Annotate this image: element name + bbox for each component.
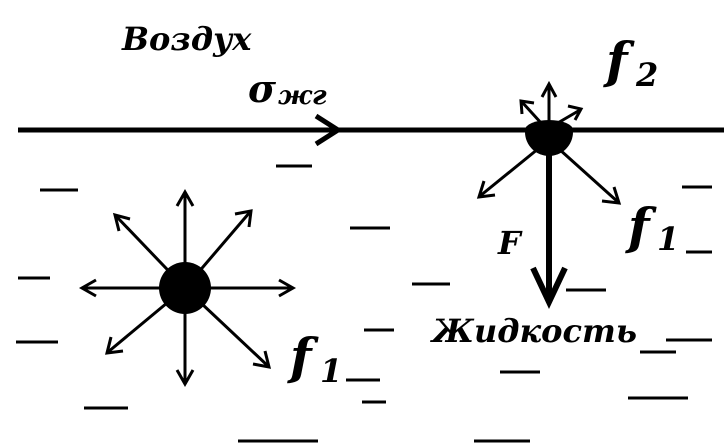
f2-subscript: 2 — [635, 56, 658, 94]
bulk-molecule — [159, 262, 211, 314]
f1-bulk-label: f — [287, 327, 319, 386]
f1-bulk-subscript: 1 — [320, 352, 342, 390]
surface-molecule-top — [525, 120, 573, 140]
liquid-dashes — [16, 166, 712, 441]
f1-surface-subscript: 1 — [657, 220, 679, 258]
surface-tension-subscript: жг — [278, 81, 327, 111]
air-label: Воздух — [121, 20, 252, 58]
liquid-label: Жидкость — [430, 312, 637, 350]
surface-tension-symbol: σ — [248, 66, 277, 111]
resultant-force-label: F — [497, 224, 523, 262]
f1-surface-label: f — [625, 197, 657, 256]
f2-label: f — [603, 31, 635, 90]
